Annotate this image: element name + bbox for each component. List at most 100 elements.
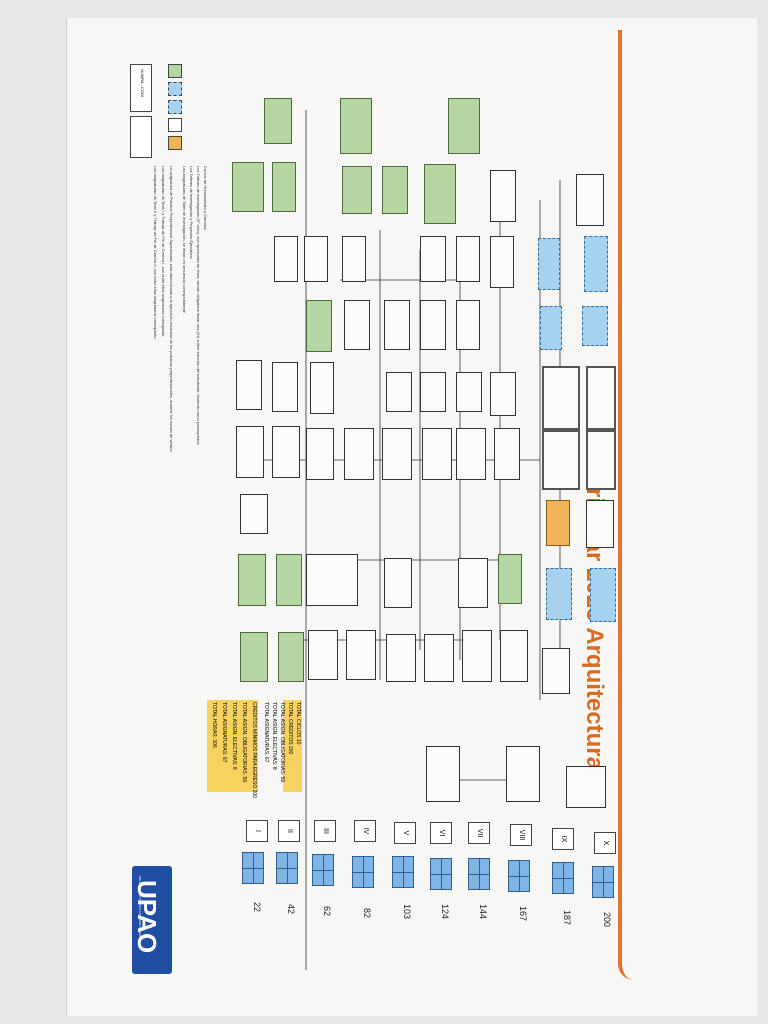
legend-swatch-green: [168, 64, 182, 78]
totals-panel: TOTAL CICLOS 10 TOTAL CRÉDITOS 200 TOTAL…: [207, 700, 304, 798]
semester-credit-grid: [552, 862, 574, 894]
course-box: [344, 300, 370, 350]
semester-credit-grid: [592, 866, 614, 898]
course-box: [236, 360, 262, 410]
legend-practica: La asignatura de Práctica Preprofesional…: [169, 166, 174, 453]
creditos-egreso: CRÉDITOS MÍNIMOS PARA EGRESO 200: [247, 700, 258, 798]
course-box: [346, 630, 376, 680]
semester-credit-grid: [508, 860, 530, 892]
semester-credit-grid: [276, 852, 298, 884]
course-box: [456, 372, 482, 412]
semester-label: I: [246, 820, 268, 842]
legend-humanidades: Cursos de Humanidades y Ciencias: [203, 166, 208, 230]
curriculum-sheet: [66, 18, 757, 1016]
semester-credit-grid: [392, 856, 414, 888]
course-box: [310, 362, 334, 414]
course-box: [424, 634, 454, 682]
course-box-humanidades: [306, 300, 332, 352]
course-box: [586, 500, 614, 548]
course-box: [576, 174, 604, 226]
course-box: [566, 766, 606, 808]
course-box: [306, 428, 334, 480]
semester-credit-grid: [352, 856, 374, 888]
legend-tesis2: Las asignaturas de Tesis II y Trabajo de…: [153, 166, 158, 340]
semester-credit-grid: [242, 852, 264, 884]
course-box: [494, 428, 520, 480]
orange-border-line: [618, 30, 634, 980]
course-box-investigacion: [584, 236, 608, 292]
course-box-taller: [586, 366, 616, 430]
legend-tesis: Las asignaturas de Tesis I y Trabajo de …: [161, 166, 166, 338]
course-box: [420, 372, 446, 412]
course-box-humanidades: [264, 98, 292, 144]
cumulative-credits: 42: [286, 904, 296, 915]
course-box-humanidades: [340, 98, 372, 154]
cumulative-credits: 200: [602, 912, 612, 928]
course-box: [240, 494, 268, 534]
legend-key-box: [130, 116, 152, 158]
legend-swatch-blue: [168, 100, 182, 114]
course-box: [456, 236, 480, 282]
course-box: [308, 630, 338, 680]
course-box: [420, 300, 446, 350]
cumulative-credits: 22: [252, 902, 262, 913]
course-box: [456, 428, 486, 480]
course-box: [490, 372, 516, 416]
legend-secuencial: Las asignaturas de Taller de Investigaci…: [182, 166, 187, 313]
cumulative-credits: 103: [402, 904, 412, 920]
course-box: [306, 554, 358, 606]
legend-swatch-blue: [168, 82, 182, 96]
course-box-investigacion: [546, 568, 572, 620]
legend-swatch-white: [168, 118, 182, 132]
course-box: [426, 746, 460, 802]
course-box-investigacion: [582, 306, 608, 346]
course-box: [384, 300, 410, 350]
semester-label: V: [394, 822, 416, 844]
course-box-humanidades: [498, 554, 522, 604]
total-asignaturas: TOTAL ASIGNATURAS: 67: [263, 702, 269, 763]
course-box-humanidades: [424, 164, 456, 224]
semester-label: II: [278, 820, 300, 842]
total-horas: TOTAL HORAS: 306: [207, 700, 218, 792]
course-box: [462, 630, 492, 682]
course-box: [458, 558, 488, 608]
course-box: [500, 630, 528, 682]
course-box-humanidades: [276, 554, 302, 606]
cumulative-credits: 82: [362, 908, 372, 919]
course-box-humanidades: [278, 632, 304, 682]
course-box-humanidades: [232, 162, 264, 212]
semester-label: X: [594, 832, 616, 854]
course-box-investigacion: [590, 568, 616, 622]
course-box: [236, 426, 264, 478]
course-box-taller: [542, 430, 580, 490]
legend: NUMRA - CODI Cursos de Humanidades y Cie…: [128, 60, 210, 453]
course-box-humanidades: [382, 166, 408, 214]
semester-label: IV: [354, 820, 376, 842]
legend-sesiones: Los Talleres de Investigación y Proyecto…: [189, 166, 194, 260]
course-box: [272, 426, 300, 478]
course-box: [506, 746, 540, 802]
semester-label: VI: [430, 822, 452, 844]
course-box-humanidades: [448, 98, 480, 154]
total-elect: TOTAL ASIGN. ELECTIVAS: 8: [227, 700, 238, 792]
course-box-humanidades: [342, 166, 372, 214]
course-box: [386, 634, 416, 682]
cumulative-credits: 187: [562, 910, 572, 926]
course-box-investigacion: [538, 238, 560, 290]
semester-credit-grid: [430, 858, 452, 890]
course-box: [420, 236, 446, 282]
semester-label: IX: [552, 828, 574, 850]
course-box: [456, 300, 480, 350]
course-box-humanidades: [240, 632, 268, 682]
course-box-taller: [542, 366, 580, 430]
course-box-investigacion: [540, 306, 562, 350]
legend-swatch-orange: [168, 136, 182, 150]
semester-label: VIII: [510, 824, 532, 846]
course-box-practica: [546, 500, 570, 546]
course-box: [542, 648, 570, 694]
course-box: [422, 428, 452, 480]
course-box: [272, 362, 298, 412]
cumulative-credits: 124: [440, 904, 450, 920]
cumulative-credits: 144: [478, 904, 488, 920]
